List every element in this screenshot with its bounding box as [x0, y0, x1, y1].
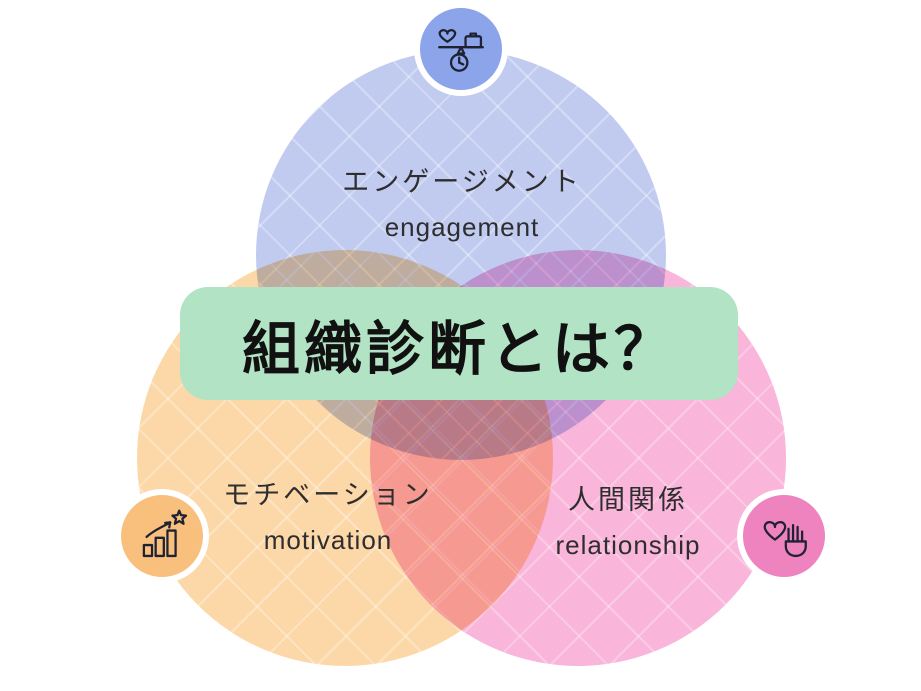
- motivation-badge: [115, 489, 209, 583]
- relationship-label: 人間関係 relationship: [428, 478, 828, 561]
- engagement-label-en: engagement: [384, 212, 540, 242]
- engagement-badge: [414, 2, 508, 96]
- engagement-label: エンゲージメント engagement: [262, 160, 662, 243]
- engagement-label-ja: エンゲージメント: [342, 167, 582, 197]
- relationship-badge: [737, 489, 831, 583]
- relationship-label-en: relationship: [555, 530, 701, 560]
- relationship-label-ja: 人間関係: [568, 485, 688, 515]
- title-box: 組織診断とは？: [180, 287, 738, 400]
- motivation-label: モチベーション motivation: [128, 473, 528, 556]
- work-life-balance-icon: [438, 29, 484, 72]
- heart-in-hand-icon: [763, 521, 807, 558]
- growth-chart-star-icon: [142, 509, 188, 558]
- page-title: 組織診断とは？: [241, 316, 676, 382]
- motivation-label-ja: モチベーション: [223, 480, 433, 510]
- motivation-label-en: motivation: [263, 525, 393, 555]
